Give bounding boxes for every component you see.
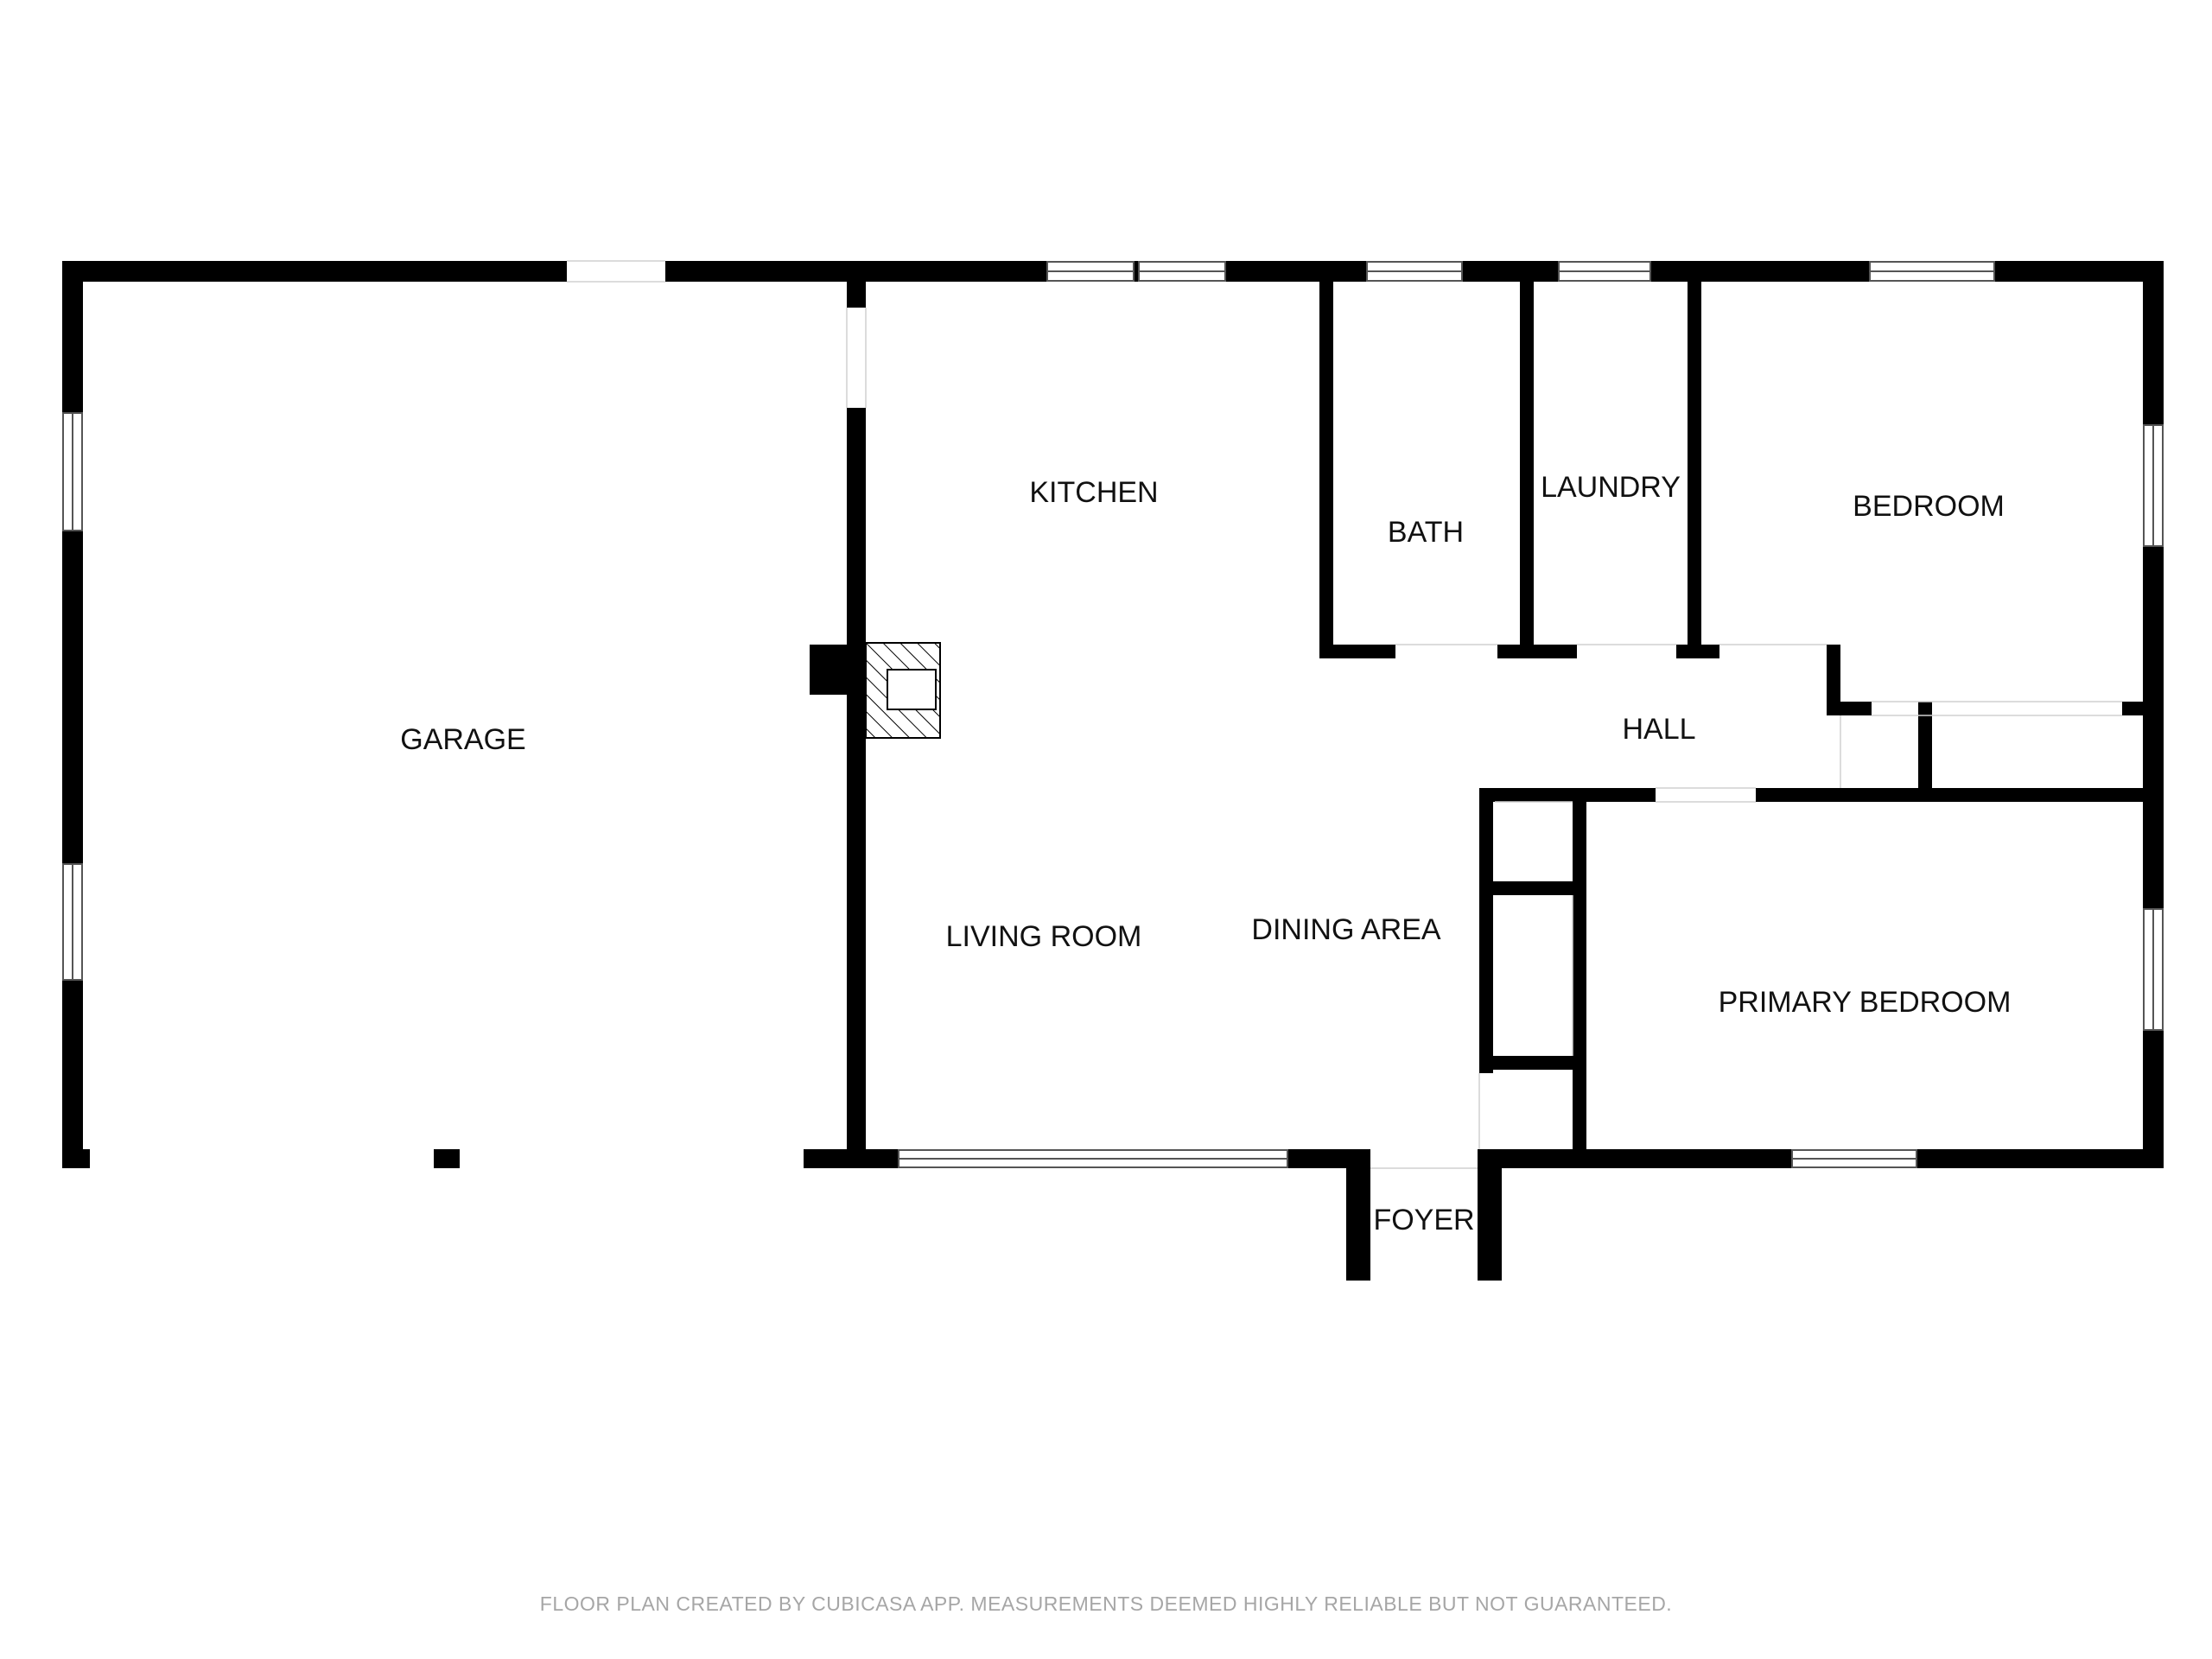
wall-bottom-garage-left: [62, 1149, 90, 1168]
room-label-bedroom: BEDROOM: [1853, 490, 2005, 523]
wall-garage-divider: [847, 261, 866, 1168]
openings: [567, 261, 1478, 1168]
room-label-dining-area: DINING AREA: [1251, 913, 1440, 946]
window-garage-left-2: [62, 863, 83, 981]
window-bath-top: [1366, 261, 1463, 282]
wall-closet-divider: [1918, 702, 1932, 798]
window-kitchen-top-2: [1138, 261, 1226, 282]
wall-bedroom-bottom: [1827, 702, 1872, 715]
wall-bath-bottom-left: [1319, 645, 1395, 658]
window-kitchen-top-1: [1046, 261, 1135, 282]
wall-bath-bottom-right: [1497, 645, 1577, 658]
wall-hall-lower-right: [1756, 788, 2164, 802]
room-label-laundry: LAUNDRY: [1541, 471, 1681, 504]
window-bedroom-top: [1869, 261, 1995, 282]
wall-laundry-bottom: [1676, 645, 1719, 658]
room-label-garage: GARAGE: [400, 723, 525, 756]
floor-plan-disclaimer: FLOOR PLAN CREATED BY CUBICASA APP. MEAS…: [539, 1592, 1673, 1615]
wall-bath-laundry: [1520, 261, 1534, 658]
room-label-bath: BATH: [1388, 516, 1464, 549]
wall-closet-shelf-1: [1479, 881, 1586, 895]
foyer-entry-opening: [1370, 1149, 1478, 1168]
room-label-living-room: LIVING ROOM: [946, 920, 1142, 953]
wall-closet-shelf-2: [1479, 1056, 1586, 1070]
wall-primary-left: [1573, 788, 1586, 1168]
window-garage-left-1: [62, 412, 83, 531]
room-label-hall: HALL: [1622, 713, 1695, 746]
fireplace: [865, 642, 941, 739]
windows: [62, 261, 2164, 1168]
wall-closet-left: [1479, 788, 1493, 1073]
room-label-foyer: FOYER: [1373, 1204, 1474, 1236]
opening-lines: [567, 260, 2122, 1169]
window-bedroom-right: [2143, 424, 2164, 547]
wall-bedroom-corner: [1827, 645, 1840, 715]
room-labels: GARAGE KITCHEN BATH LAUNDRY BEDROOM HALL…: [400, 471, 2011, 1236]
window-primary-bottom: [1791, 1149, 1917, 1168]
window-laundry-top: [1558, 261, 1651, 282]
wall-hall-lower-mid: [1573, 788, 1656, 802]
wall-foyer-left: [1346, 1149, 1370, 1281]
wall-hall-lower-left: [1479, 788, 1583, 802]
wall-bedroom-bottom-right: [2122, 702, 2164, 715]
window-living-bottom: [898, 1149, 1288, 1168]
wall-bottom-garage-post: [434, 1149, 460, 1168]
window-primary-right: [2143, 908, 2164, 1031]
wall-laundry-bedroom: [1688, 261, 1701, 658]
walls: [62, 261, 2164, 1281]
garage-kitchen-door: [847, 308, 866, 408]
wall-foyer-right: [1478, 1149, 1502, 1281]
wall-bath-left: [1319, 261, 1333, 658]
garage-top-opening: [567, 261, 665, 282]
wall-left: [62, 261, 83, 1168]
room-label-primary-bedroom: PRIMARY BEDROOM: [1719, 986, 2012, 1019]
room-label-kitchen: KITCHEN: [1029, 476, 1158, 509]
chimney-block: [810, 645, 849, 695]
